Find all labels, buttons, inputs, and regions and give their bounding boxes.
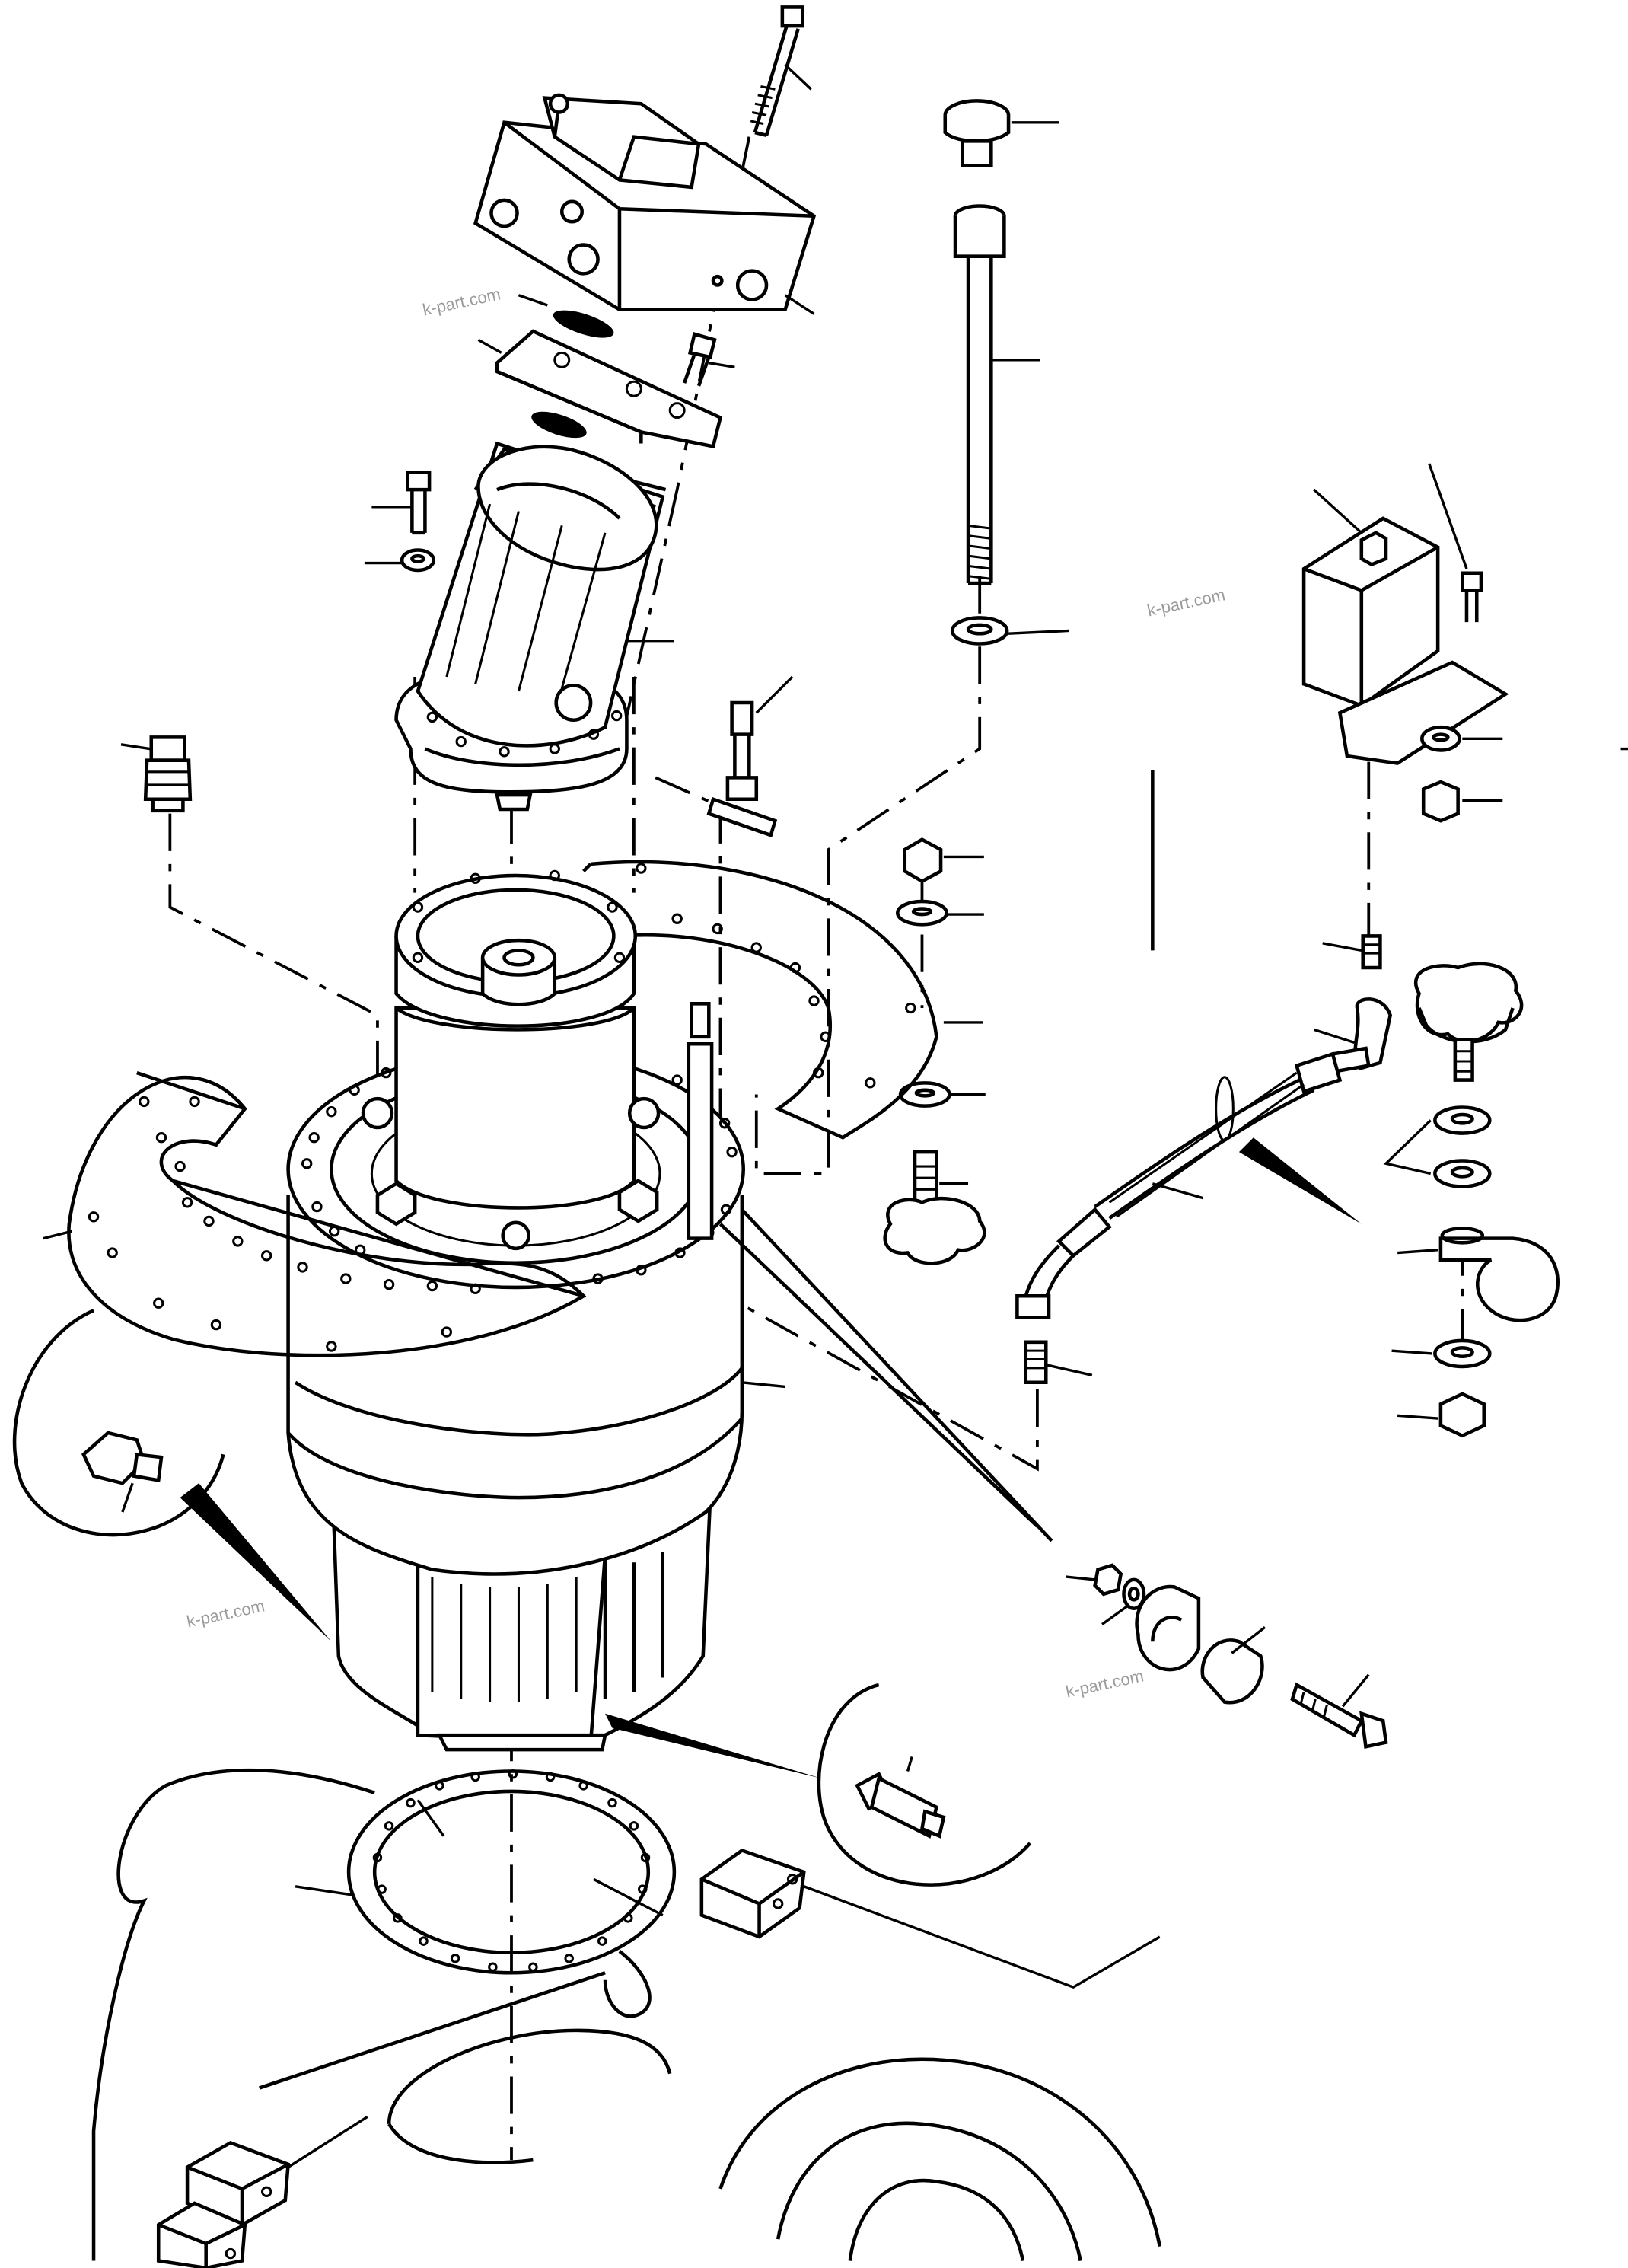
shim-ring — [295, 1769, 677, 1975]
lower-frame — [91, 1768, 1162, 2268]
knob-right — [1413, 962, 1524, 1082]
socket-screw — [682, 331, 735, 387]
valve-block — [473, 93, 817, 315]
level-tube — [687, 1002, 714, 1240]
knob-cap — [943, 99, 1059, 167]
long-stud — [953, 204, 1040, 585]
washer-left — [364, 548, 436, 573]
stud-washer — [950, 616, 1069, 646]
drain-fitting — [1024, 1340, 1093, 1385]
nut-mid — [903, 837, 984, 884]
clamp-assembly — [1066, 1563, 1388, 1750]
reservoir-tank — [1301, 488, 1509, 765]
washer-mid — [896, 899, 984, 927]
cover-plate — [582, 860, 983, 1140]
cap-screw-top — [750, 5, 812, 137]
tank-bolt — [1428, 463, 1483, 623]
knob-mid — [883, 1150, 986, 1265]
grease-nipple — [817, 1683, 1032, 1887]
hose-assembly — [1015, 934, 1393, 1319]
breather-fitting — [706, 675, 794, 837]
level-plug-left — [120, 735, 193, 813]
left-cover-plate — [43, 1070, 587, 1357]
clamp-right — [1397, 1227, 1560, 1322]
hydraulic-motor — [394, 441, 674, 812]
bolt-left — [371, 471, 432, 535]
o-ring-lower — [531, 411, 587, 439]
o-ring-upper — [553, 310, 614, 338]
detail-grease-nipple — [12, 1309, 225, 1537]
mounting-block — [699, 1848, 1161, 1989]
adapter-plate — [477, 329, 723, 448]
swing-reduction-gear — [286, 869, 785, 1752]
